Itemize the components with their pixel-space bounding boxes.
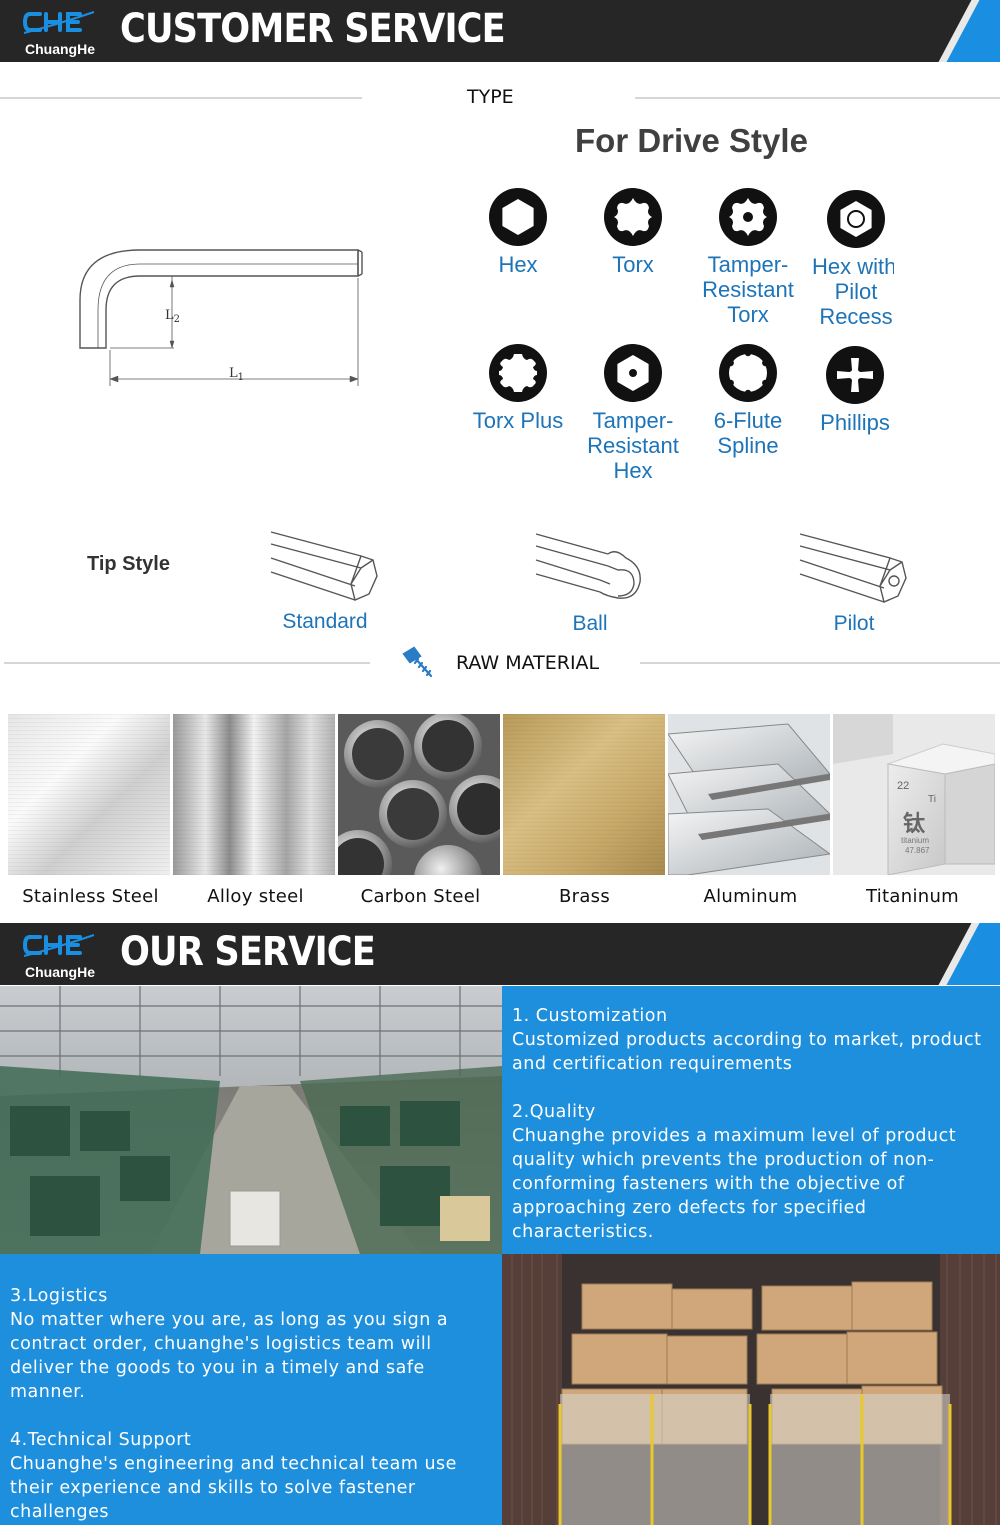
divider-line — [635, 97, 1000, 99]
services-panel-bottom: 3.Logistics No matter where you are, as … — [0, 1254, 502, 1525]
drive-label: Torx — [612, 252, 654, 277]
material-label: Titaninum — [866, 886, 959, 907]
titanium-character: 钛 — [903, 811, 926, 836]
banner-title: CUSTOMER SERVICE — [120, 6, 506, 52]
tip-item-ball: Ball — [530, 530, 670, 635]
drive-label: Hex — [498, 252, 538, 277]
tip-label: Ball — [572, 612, 608, 635]
tip-label: Standard — [282, 610, 368, 633]
screw-icon — [402, 646, 433, 678]
torx-plus-drive-icon — [489, 344, 547, 402]
hex-key-drawing: L2 L1 — [79, 249, 363, 386]
six-flute-drive-icon — [719, 344, 777, 402]
service-text: Customized products according to market,… — [512, 1030, 982, 1074]
our-service-banner: ChuangHe OUR SERVICE — [0, 923, 1000, 985]
container-loading-photo — [502, 1254, 1000, 1525]
type-section-label: TYPE — [467, 86, 514, 108]
divider-line — [640, 662, 1000, 664]
titanium-word: titanium — [901, 836, 930, 845]
service-text: Chuanghe's engineering and technical tea… — [10, 1454, 457, 1522]
brand-name: ChuangHe — [25, 41, 95, 57]
drive-item-hex: Hex — [458, 186, 578, 277]
brass-image — [503, 714, 665, 875]
brand-name: ChuangHe — [25, 964, 95, 980]
titanium-image: 22 Ti 钛 titanium 47.867 — [833, 714, 995, 875]
tip-label: Pilot — [833, 612, 875, 635]
service-text: Chuanghe provides a maximum level of pro… — [512, 1126, 957, 1242]
drive-item-torx-plus: Torx Plus — [458, 342, 578, 433]
che-logo-icon — [22, 934, 95, 957]
service-technical-support: 4.Technical Support Chuanghe's engineeri… — [10, 1428, 494, 1524]
factory-floor-photo — [0, 986, 502, 1254]
aluminum-image — [668, 714, 830, 875]
service-title: 2.Quality — [512, 1102, 596, 1122]
banner-title: OUR SERVICE — [120, 929, 376, 975]
drive-label: Phillips — [820, 410, 890, 435]
tamper-hex-drive-icon — [604, 344, 662, 402]
divider-line — [4, 662, 370, 664]
drive-label: Tamper- Resistant Hex — [587, 408, 679, 483]
chuanghe-logo: ChuangHe — [16, 8, 104, 58]
hex-drive-icon — [489, 188, 547, 246]
carbon-steel-image — [338, 714, 500, 875]
drive-style-title: For Drive Style — [575, 122, 808, 159]
drive-label: 6-Flute Spline — [713, 408, 783, 458]
tip-item-pilot: Pilot — [794, 530, 934, 635]
service-title: 3.Logistics — [10, 1286, 108, 1306]
divider-line — [0, 97, 362, 99]
material-label: Stainless Steel — [22, 886, 159, 907]
drive-item-hex-pilot: Hex with Pilot Recess — [796, 188, 916, 329]
service-customization: 1. Customization Customized products acc… — [512, 1004, 992, 1076]
service-title: 1. Customization — [512, 1006, 668, 1026]
stainless-steel-image — [8, 714, 170, 875]
material-label: Alloy steel — [207, 886, 304, 907]
che-logo-icon — [22, 11, 95, 34]
drive-item-tamper-torx: Tamper- Resistant Torx — [688, 186, 808, 327]
dimension-l1-label: L1 — [229, 366, 244, 383]
customer-service-banner: ChuangHe CUSTOMER SERVICE — [0, 0, 1000, 62]
drive-item-phillips: Phillips — [795, 344, 915, 435]
standard-tip-icon — [270, 531, 378, 601]
drive-item-six-flute: 6-Flute Spline — [688, 342, 808, 458]
tip-item-standard: Standard — [265, 528, 405, 633]
drive-label: Torx Plus — [472, 408, 564, 433]
service-title: 4.Technical Support — [10, 1430, 192, 1450]
tamper-torx-drive-icon — [719, 188, 777, 246]
titanium-mass: 47.867 — [905, 846, 930, 855]
alloy-steel-image — [173, 714, 335, 875]
service-quality: 2.Quality Chuanghe provides a maximum le… — [512, 1100, 992, 1244]
titanium-symbol: Ti — [928, 794, 936, 805]
phillips-drive-icon — [826, 346, 884, 404]
tip-style-title: Tip Style — [87, 553, 170, 575]
drive-item-tamper-hex: Tamper- Resistant Hex — [573, 342, 693, 483]
material-label: Carbon Steel — [360, 886, 481, 907]
raw-material-label: RAW MATERIAL — [456, 652, 600, 674]
service-logistics: 3.Logistics No matter where you are, as … — [10, 1284, 494, 1404]
drive-label: Tamper- Resistant Torx — [702, 252, 794, 327]
service-text: No matter where you are, as long as you … — [10, 1310, 449, 1402]
drive-label: Hex with Pilot Recess — [812, 254, 894, 329]
services-panel-top: 1. Customization Customized products acc… — [502, 986, 1000, 1254]
ball-tip-icon — [535, 533, 641, 599]
chuanghe-logo: ChuangHe — [16, 931, 104, 981]
hex-pilot-drive-icon — [827, 190, 885, 248]
torx-drive-icon — [604, 188, 662, 246]
pilot-tip-icon — [799, 533, 907, 603]
drive-item-torx: Torx — [573, 186, 693, 277]
titanium-atomic-number: 22 — [897, 780, 910, 792]
dimension-l2-label: L2 — [165, 308, 180, 325]
material-label: Brass — [558, 886, 611, 907]
material-label: Aluminum — [703, 886, 798, 907]
